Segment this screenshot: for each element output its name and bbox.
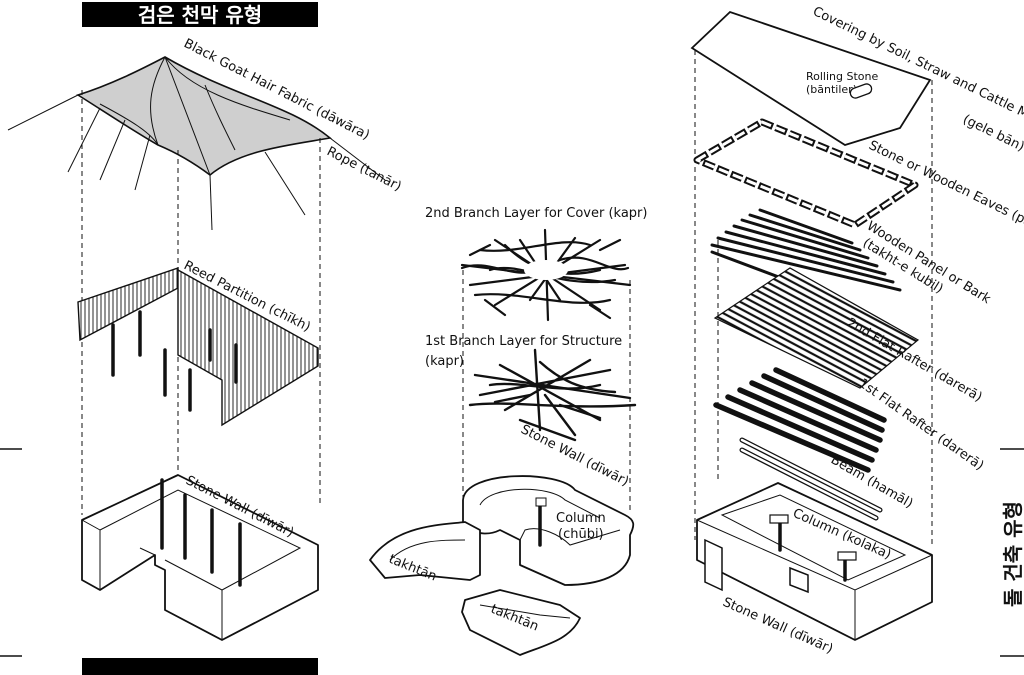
stone-house <box>696 482 933 641</box>
first-flat-rafter <box>713 367 887 473</box>
branch-type: 2nd Branch Layer for Cover (kapr) 1st Br… <box>369 206 647 656</box>
black-tent-type: Black Goat Hair Fabric (dāwāra) Rope (ta… <box>7 36 404 641</box>
beams <box>739 437 883 521</box>
label-rolling-1: Rolling Stone <box>806 70 878 83</box>
label-eaves: Stone or Wooden Eaves (pāsār) <box>866 138 1024 241</box>
label-cover-branch: 2nd Branch Layer for Cover (kapr) <box>425 206 647 221</box>
door-opening <box>704 538 723 592</box>
structure-branch-layer <box>468 348 637 442</box>
roof-covering <box>690 10 932 146</box>
stone-wall-branch <box>462 475 635 586</box>
label-column-2: (chūbi) <box>558 527 604 542</box>
header-bar <box>82 2 318 27</box>
stone-architecture-type: Covering by Soil, Straw and Cattle Manur… <box>690 4 1024 657</box>
footer-bar <box>82 658 318 675</box>
side-title: 돌 건축 유형 <box>1001 501 1024 607</box>
eaves-stones <box>693 118 919 229</box>
takhtan-platform-2 <box>461 589 581 656</box>
label-structure-branch-2: (kapr) <box>425 354 464 369</box>
label-covering-2: (gele bān) <box>960 112 1024 155</box>
stone-wall-tent <box>81 474 319 641</box>
second-flat-rafter <box>713 267 920 389</box>
label-column-1: Column <box>556 511 606 526</box>
rope <box>7 94 79 131</box>
wooden-panel-layer <box>710 208 902 302</box>
header-title: 검은 천막 유형 <box>138 3 262 27</box>
label-rolling-2: (bāntiler) <box>806 83 857 96</box>
reed-partition <box>77 267 179 342</box>
takhtan-platform-1 <box>369 521 481 581</box>
rolling-stone-icon <box>849 83 873 99</box>
label-panel-1: Wooden Panel or Bark <box>864 219 994 308</box>
label-structure-branch-1: 1st Branch Layer for Structure <box>425 334 622 349</box>
label-rope: Rope (tanār) <box>324 144 403 194</box>
goat-hair-fabric <box>76 56 332 177</box>
window-opening <box>789 566 809 594</box>
